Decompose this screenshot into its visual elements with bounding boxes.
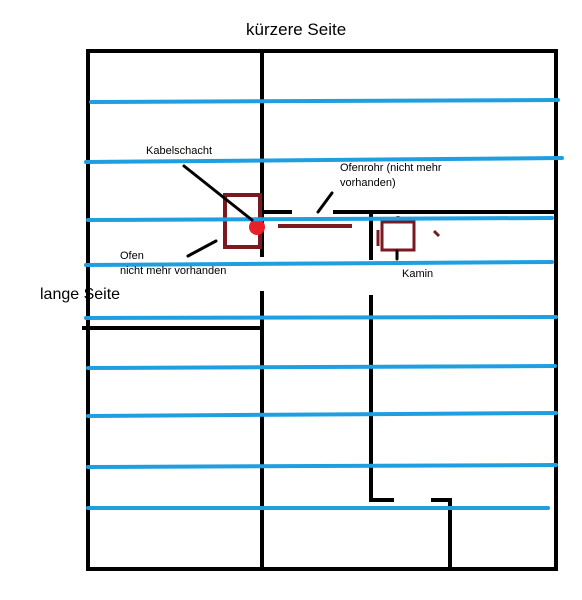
cable-shaft-pointer: [182, 164, 254, 222]
top-side-label: kürzere Seite: [246, 20, 347, 39]
annotation-pointers: [182, 164, 399, 261]
cable-shaft-label: Kabelschacht: [146, 145, 213, 157]
beam-7: [86, 411, 558, 418]
left-side-label: lange Seite: [40, 286, 121, 303]
beam-5: [84, 315, 558, 320]
cable-shaft-marker: [249, 219, 265, 235]
stove-pipe-label-line2: vorhanden): [340, 177, 396, 189]
stove-label: Ofen nicht mehr vorhanden: [120, 249, 226, 279]
beam-1: [89, 98, 560, 104]
chimney-label: Kamin: [402, 268, 434, 280]
chimney-outline: [380, 220, 416, 252]
beams: [84, 98, 564, 510]
chimney-group: [376, 216, 441, 252]
beam-3: [86, 216, 554, 222]
beam-8: [86, 463, 558, 469]
stove-pipe-label-line1: Ofenrohr (nicht mehr: [340, 162, 442, 174]
interior-walls: [82, 49, 558, 571]
beam-6: [86, 364, 557, 370]
chimney-tick-right: [432, 229, 441, 238]
beam-2: [84, 156, 564, 164]
beam-4: [84, 260, 554, 267]
outer-wall: [86, 49, 558, 571]
stove-label-line2: nicht mehr vorhanden: [120, 265, 227, 277]
stove-pipe-label: Ofenrohr (nicht mehr vorhanden): [340, 161, 441, 191]
stove-label-line1: Ofen: [120, 250, 144, 262]
stove-pipe-pointer: [316, 191, 334, 214]
stove-pointer: [186, 239, 218, 258]
